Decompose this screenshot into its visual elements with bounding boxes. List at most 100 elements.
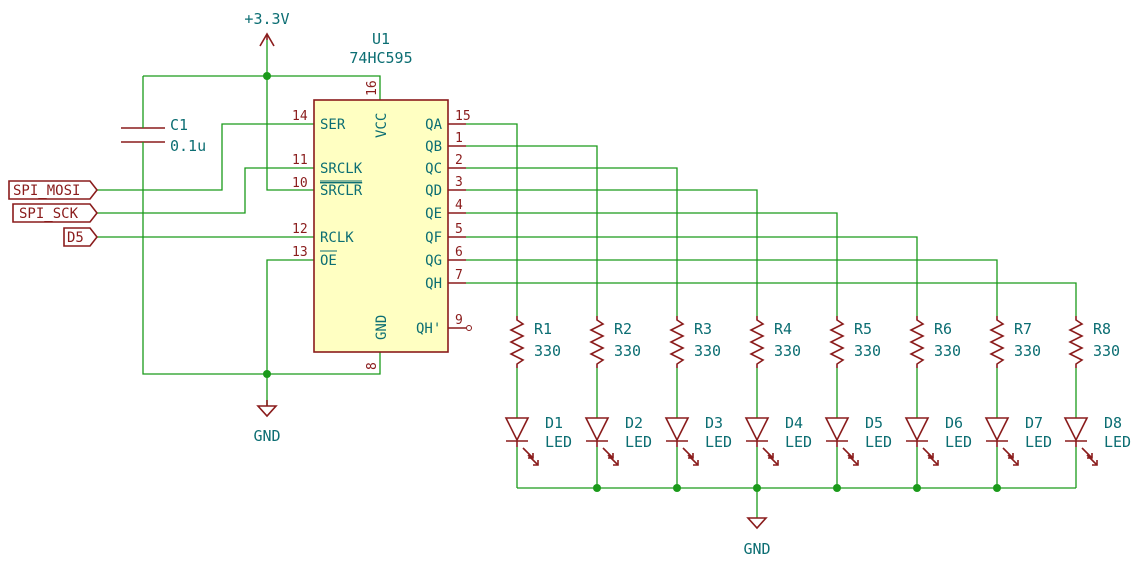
- resistor-r3-value: 330: [694, 342, 721, 360]
- resistor-r6: [909, 316, 925, 368]
- gnd-symbol-bottom: GND: [743, 517, 771, 558]
- pin-num-5: 5: [455, 222, 463, 237]
- resistor-r2-value: 330: [614, 342, 641, 360]
- pin-qh-prime: QH': [416, 321, 441, 337]
- led-d5: [824, 417, 859, 466]
- pin-qe: QE: [425, 206, 442, 222]
- resistor-r8-value: 330: [1093, 342, 1120, 360]
- resistor-r3-ref: R3: [694, 320, 712, 338]
- pin-num-6: 6: [455, 245, 463, 260]
- resistor-r6-ref: R6: [934, 320, 952, 338]
- pin-num-10: 10: [292, 176, 308, 191]
- led-d4: [744, 417, 779, 466]
- pin-num-14: 14: [292, 109, 308, 124]
- led-d2: [584, 417, 619, 466]
- pin-qa: QA: [425, 117, 442, 133]
- resistor-r1-value: 330: [534, 342, 561, 360]
- pin-num-3: 3: [455, 175, 463, 190]
- led-d4-value: LED: [785, 433, 812, 451]
- resistor-r1: [509, 316, 525, 368]
- label-spi-mosi-text: SPI_MOSI: [13, 183, 80, 199]
- label-spi-mosi: SPI_MOSI: [8, 180, 99, 200]
- resistor-r2: [589, 316, 605, 368]
- pin-num-11: 11: [292, 153, 308, 168]
- resistor-r5-value: 330: [854, 342, 881, 360]
- resistor-r5-ref: R5: [854, 320, 872, 338]
- resistor-r4-ref: R4: [774, 320, 792, 338]
- led-d7-ref: D7: [1025, 414, 1043, 432]
- gnd-bottom-label: GND: [743, 540, 770, 558]
- led-d5-ref: D5: [865, 414, 883, 432]
- led-d1-value: LED: [545, 433, 572, 451]
- led-d6-ref: D6: [945, 414, 963, 432]
- gnd-symbol-left: GND: [253, 400, 281, 445]
- led-d2-value: LED: [625, 433, 652, 451]
- output-channels: R1330D1LEDR2330D2LEDR3330D3LEDR4330D4LED…: [466, 123, 1131, 488]
- pin-oe: OE: [320, 253, 337, 269]
- vcc-label: +3.3V: [244, 10, 289, 28]
- label-spi-sck-text: SPI_SCK: [19, 206, 79, 222]
- vcc-power-symbol: +3.3V: [244, 10, 290, 47]
- led-d3-value: LED: [705, 433, 732, 451]
- led-d5-value: LED: [865, 433, 892, 451]
- led-d3: [664, 417, 699, 466]
- label-d5-text: D5: [67, 230, 84, 246]
- label-d5: D5: [63, 227, 99, 247]
- led-d8-ref: D8: [1104, 414, 1122, 432]
- pin-gnd: GND: [374, 315, 390, 340]
- ic-u1: U1 74HC595 SER SRCLK SRCLR RCLK OE 14 11…: [292, 30, 472, 370]
- capacitor-c1: C1 0.1u: [121, 116, 206, 155]
- resistor-r7-ref: R7: [1014, 320, 1032, 338]
- wires: [97, 40, 1076, 518]
- pin-num-15: 15: [455, 109, 471, 124]
- led-d8: [1063, 417, 1098, 466]
- led-d7: [984, 417, 1019, 466]
- led-d6: [904, 417, 939, 466]
- pin-qh: QH: [425, 276, 442, 292]
- resistor-r1-ref: R1: [534, 320, 552, 338]
- resistor-r7: [989, 316, 1005, 368]
- pin-qd: QD: [425, 183, 442, 199]
- resistor-r6-value: 330: [934, 342, 961, 360]
- pin-qc: QC: [425, 161, 442, 177]
- pin-num-1: 1: [455, 131, 463, 146]
- pin-qb: QB: [425, 139, 442, 155]
- resistor-r2-ref: R2: [614, 320, 632, 338]
- junctions: [263, 72, 1001, 492]
- resistor-r4: [749, 316, 765, 368]
- label-spi-sck: SPI_SCK: [12, 203, 99, 223]
- led-d2-ref: D2: [625, 414, 643, 432]
- led-d6-value: LED: [945, 433, 972, 451]
- c1-ref: C1: [170, 116, 188, 134]
- pin-srclr: SRCLR: [320, 183, 363, 199]
- pin-num-2: 2: [455, 153, 463, 168]
- c1-value: 0.1u: [170, 137, 206, 155]
- net-labels: SPI_MOSI SPI_SCK D5: [8, 180, 99, 247]
- u1-ref: U1: [372, 30, 390, 48]
- pin-num-13: 13: [292, 245, 308, 260]
- pin-qf: QF: [425, 230, 442, 246]
- pin-num-7: 7: [455, 268, 463, 283]
- led-d8-value: LED: [1104, 433, 1131, 451]
- ic-body: [313, 99, 449, 353]
- led-d4-ref: D4: [785, 414, 803, 432]
- pin-num-12: 12: [292, 222, 308, 237]
- pin-num-9: 9: [455, 313, 463, 328]
- resistor-r7-value: 330: [1014, 342, 1041, 360]
- led-d1: [504, 417, 539, 466]
- resistor-r5: [829, 316, 845, 368]
- resistor-r3: [669, 316, 685, 368]
- pin-num-8: 8: [365, 362, 380, 370]
- led-d7-value: LED: [1025, 433, 1052, 451]
- gnd-left-label: GND: [253, 427, 280, 445]
- pin-srclk: SRCLK: [320, 161, 363, 177]
- pin-ser: SER: [320, 117, 346, 133]
- pin-vcc: VCC: [374, 113, 390, 138]
